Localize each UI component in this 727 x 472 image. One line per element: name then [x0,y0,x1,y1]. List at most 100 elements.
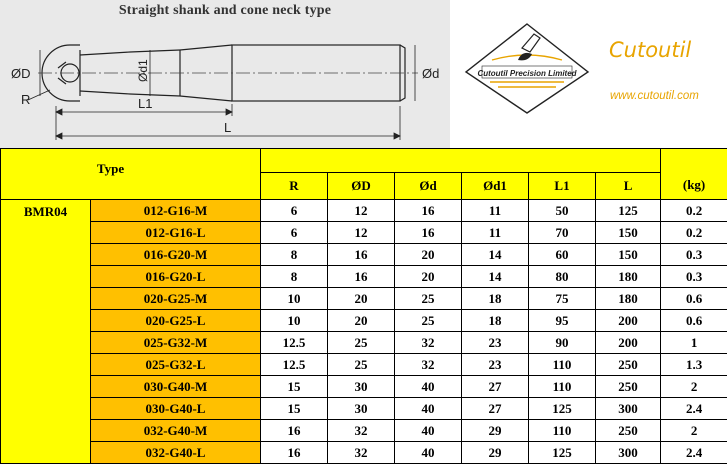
cell-r: 16 [260,441,328,464]
cell-l: 200 [594,331,662,354]
cell-r: 8 [260,243,328,266]
col-r: R [260,172,328,200]
col-d1: Ød1 [461,172,529,200]
cell-kg: 1 [660,331,727,354]
cell-d-shank: 16 [394,221,462,244]
cell-r: 6 [260,199,328,222]
cell-d-outer: 32 [327,419,395,442]
cell-l: 150 [594,221,662,244]
cell-d-shank: 20 [394,243,462,266]
cell-d-outer: 30 [327,397,395,420]
dimension-group-header [259,148,662,173]
cell-kg: 2.4 [660,397,727,420]
series-cell: BMR04 [0,199,91,464]
cell-r: 12.5 [260,331,328,354]
cell-l1: 50 [528,199,596,222]
cell-l: 180 [594,265,662,288]
cell-r: 15 [260,375,328,398]
cell-l1: 80 [528,265,596,288]
model-cell: 020-G25-M [90,287,261,310]
cell-kg: 0.2 [660,221,727,244]
col-l: L [594,172,662,200]
cell-l: 200 [594,309,662,332]
cell-kg: 0.6 [660,287,727,310]
cell-r: 10 [260,287,328,310]
cell-l1: 95 [528,309,596,332]
cell-d-shank: 25 [394,309,462,332]
tool-drawing: ØD R Ød L1 L Ød1 [11,44,439,140]
cell-d-shank: 25 [394,287,462,310]
model-cell: 032-G40-M [90,419,261,442]
cell-l1: 125 [528,397,596,420]
cell-r: 15 [260,397,328,420]
label-d-shank: Ød [422,66,439,81]
cell-d-shank: 40 [394,441,462,464]
cell-d1: 29 [461,441,529,464]
cell-l: 250 [594,353,662,376]
model-cell: 025-G32-L [90,353,261,376]
cell-d1: 14 [461,265,529,288]
cell-d1: 11 [461,199,529,222]
cell-l: 125 [594,199,662,222]
cell-r: 8 [260,265,328,288]
cell-kg: 1.3 [660,353,727,376]
cell-l: 300 [594,441,662,464]
logo-text: Cutoutil Precision Limited [477,69,577,78]
col-l1: L1 [528,172,596,200]
brand-website: www.cutoutil.com [610,90,699,102]
cell-d1: 11 [461,221,529,244]
model-cell: 012-G16-L [90,221,261,244]
cell-d-outer: 12 [327,221,395,244]
label-r: R [21,92,30,107]
model-cell: 025-G32-M [90,331,261,354]
label-l1: L1 [138,96,152,111]
cell-d-shank: 32 [394,331,462,354]
cell-d-shank: 40 [394,397,462,420]
tool-drawing-panel: Straight shank and cone neck type [0,0,450,148]
cell-kg: 2 [660,375,727,398]
insert-edge [57,61,67,85]
cell-l1: 75 [528,287,596,310]
cell-r: 16 [260,419,328,442]
cell-d-shank: 40 [394,375,462,398]
cell-d-shank: 16 [394,199,462,222]
cell-l1: 110 [528,353,596,376]
col-kg: (kg) [660,148,727,200]
cell-d1: 27 [461,375,529,398]
label-d1: Ød1 [136,59,150,82]
model-cell: 030-G40-M [90,375,261,398]
cell-d-outer: 20 [327,287,395,310]
cell-d-outer: 16 [327,243,395,266]
brand-name: Cutoutil [609,38,692,62]
cell-r: 12.5 [260,353,328,376]
cell-d1: 23 [461,331,529,354]
cell-r: 10 [260,309,328,332]
cell-d-outer: 20 [327,309,395,332]
cell-d-outer: 25 [327,353,395,376]
cell-kg: 0.6 [660,309,727,332]
cell-kg: 2.4 [660,441,727,464]
cell-d1: 14 [461,243,529,266]
cell-d-shank: 32 [394,353,462,376]
cell-kg: 0.3 [660,265,727,288]
cell-d1: 18 [461,287,529,310]
cell-l: 250 [594,419,662,442]
company-logo: Cutoutil Precision Limited [464,23,590,114]
model-cell: 030-G40-L [90,397,261,420]
header-area: Straight shank and cone neck type [0,0,727,148]
label-l: L [224,120,231,135]
cell-kg: 2 [660,419,727,442]
model-cell: 016-G20-L [90,265,261,288]
cell-d-outer: 12 [327,199,395,222]
neck-transition [179,44,233,102]
